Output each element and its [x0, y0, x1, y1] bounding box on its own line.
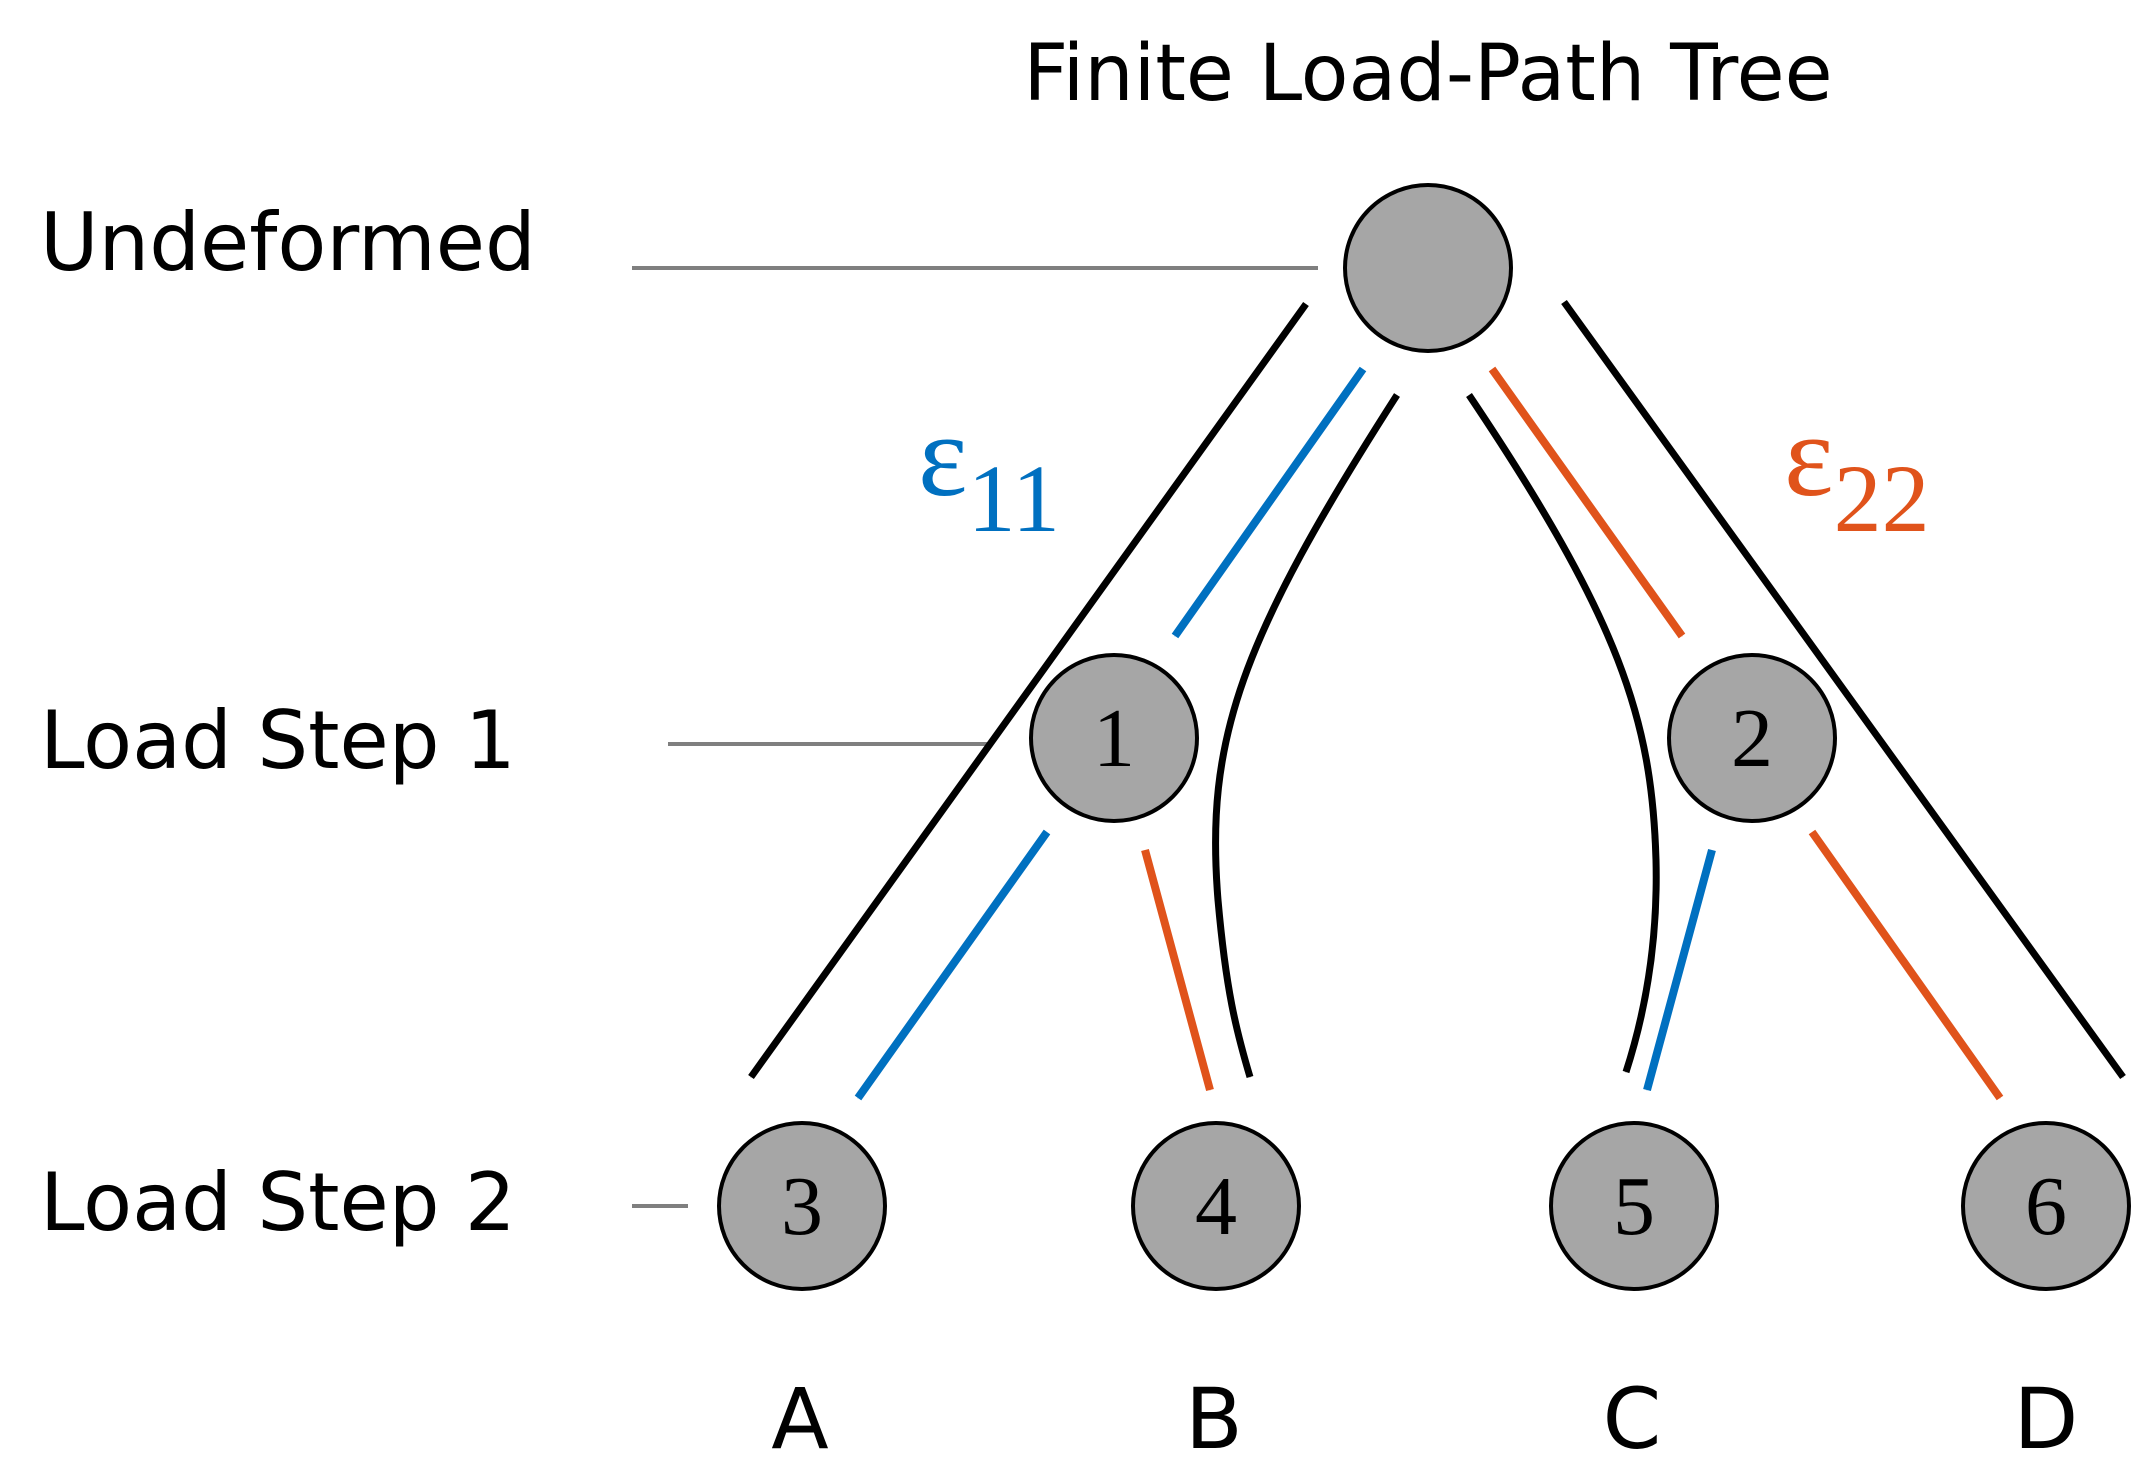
orange-arrow-root-to-2	[1488, 366, 1686, 639]
node-root	[1343, 183, 1513, 353]
node-1-label: 1	[1093, 692, 1135, 785]
black-arrow-root-to-3	[748, 301, 1309, 1080]
level-label-undeformed: Undeformed	[40, 196, 536, 289]
blue-arrow-root-to-1	[1171, 366, 1367, 639]
strain-label-e11: ε11	[918, 390, 1060, 552]
strain-label-e22: ε22	[1784, 390, 1930, 552]
node-2: 2	[1667, 653, 1837, 823]
blue-arrow-1-to-3	[854, 829, 1051, 1101]
level-label-load-step-2: Load Step 2	[40, 1156, 516, 1249]
node-5-label: 5	[1613, 1160, 1655, 1253]
path-label-a: A	[771, 1370, 828, 1468]
black-arrow-root-to-5	[1466, 393, 1660, 1074]
black-arrow-root-to-6	[1561, 299, 2126, 1080]
node-1: 1	[1029, 653, 1199, 823]
blue-arrow-2-to-5	[1643, 848, 1716, 1092]
path-label-d: D	[2014, 1370, 2079, 1468]
node-6: 6	[1961, 1121, 2131, 1291]
path-label-c: C	[1603, 1370, 1662, 1468]
path-label-b: B	[1185, 1370, 1243, 1468]
orange-arrow-1-to-4	[1141, 848, 1214, 1092]
node-3: 3	[717, 1121, 887, 1291]
node-3-label: 3	[781, 1160, 823, 1253]
node-6-label: 6	[2025, 1160, 2067, 1253]
orange-arrow-2-to-6	[1808, 829, 2004, 1101]
node-4-label: 4	[1195, 1160, 1237, 1253]
node-2-label: 2	[1731, 692, 1773, 785]
black-arrow-root-to-4	[1212, 393, 1400, 1078]
diagram-title: Finite Load-Path Tree	[1023, 29, 1832, 119]
node-5: 5	[1549, 1121, 1719, 1291]
level-label-load-step-1: Load Step 1	[40, 694, 516, 787]
node-4: 4	[1131, 1121, 1301, 1291]
